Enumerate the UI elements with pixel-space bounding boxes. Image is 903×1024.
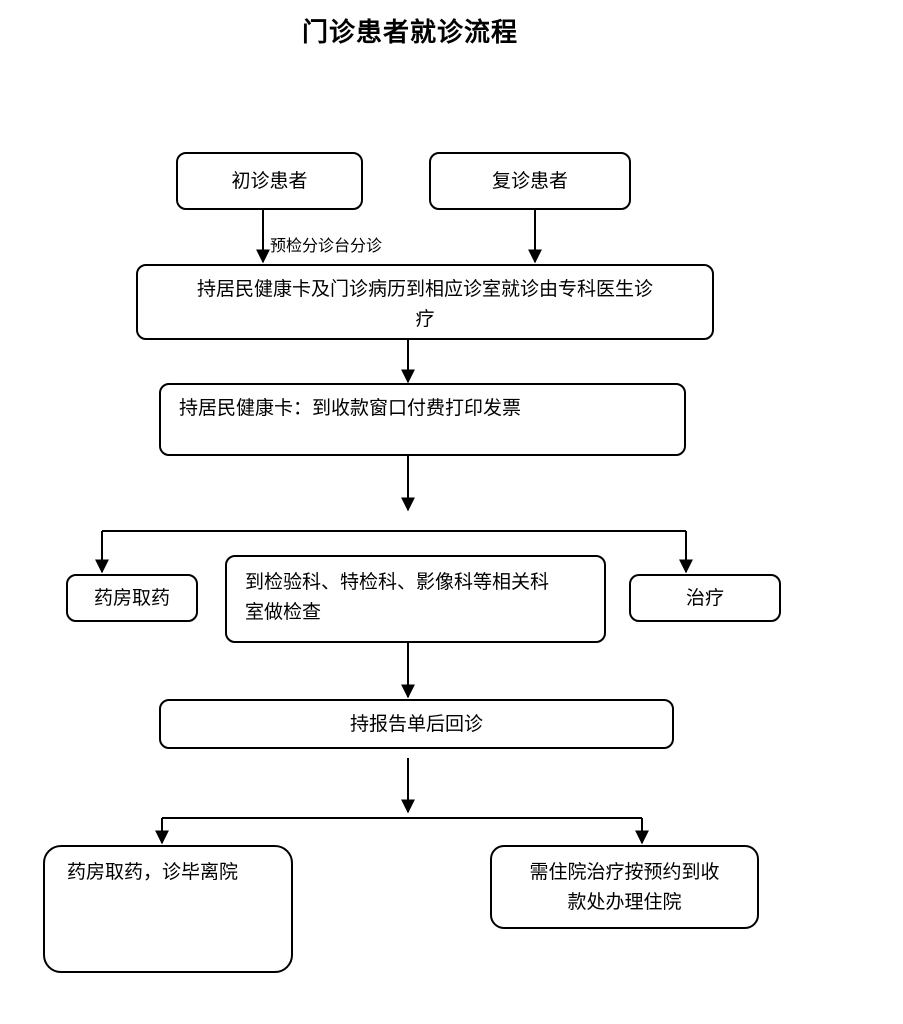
payment-box: 持居民健康卡：到收款窗口付费打印发票 xyxy=(159,383,686,456)
examination-box: 到检验科、特检科、影像科等相关科 室做检查 xyxy=(225,555,606,643)
consultation-line-2: 疗 xyxy=(415,308,435,330)
treatment-label: 治疗 xyxy=(685,587,724,609)
return-visit-label: 复诊患者 xyxy=(491,170,568,192)
consultation-line-1: 持居民健康卡及门诊病历到相应诊室就诊由专科医生诊 xyxy=(196,278,653,300)
treatment-box: 治疗 xyxy=(629,574,781,622)
examination-line-2: 室做检查 xyxy=(245,601,322,623)
leave-hospital-box: 药房取药，诊毕离院 xyxy=(43,845,293,973)
admission-line-1: 需住院治疗按预约到收 xyxy=(529,861,720,883)
pharmacy-label: 药房取药 xyxy=(93,587,170,609)
return-with-report-box: 持报告单后回诊 xyxy=(159,699,674,749)
return-with-report-label: 持报告单后回诊 xyxy=(349,713,483,735)
examination-line-1: 到检验科、特检科、影像科等相关科 xyxy=(245,571,550,593)
pharmacy-box: 药房取药 xyxy=(66,574,198,622)
admission-box: 需住院治疗按预约到收 款处办理住院 xyxy=(490,845,759,929)
triage-note: 预检分诊台分诊 xyxy=(270,236,383,255)
leave-hospital-label: 药房取药，诊毕离院 xyxy=(67,861,239,883)
admission-line-2: 款处办理住院 xyxy=(567,891,682,913)
payment-label: 持居民健康卡：到收款窗口付费打印发票 xyxy=(179,397,522,419)
first-visit-label: 初诊患者 xyxy=(231,170,308,192)
page-title: 门诊患者就诊流程 xyxy=(301,18,518,48)
return-visit-box: 复诊患者 xyxy=(429,152,631,210)
first-visit-box: 初诊患者 xyxy=(176,152,363,210)
consultation-box: 持居民健康卡及门诊病历到相应诊室就诊由专科医生诊 疗 xyxy=(136,264,714,340)
